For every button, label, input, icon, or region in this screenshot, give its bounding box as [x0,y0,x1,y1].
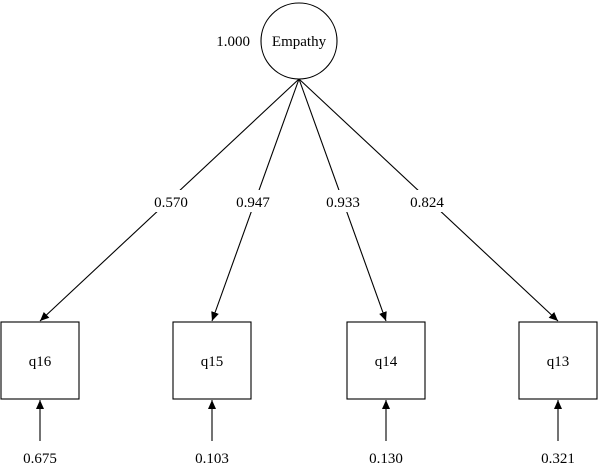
error-paths [36,400,562,441]
loading-label-q13: 0.824 [410,195,444,211]
error-label-q14: 0.130 [369,451,403,467]
indicator-label: q13 [547,354,570,370]
latent-label: Empathy [272,34,327,50]
indicator-node-q14: q14 [346,321,426,400]
indicator-label: q14 [375,354,398,370]
loading-labels: 0.570 0.947 0.933 0.824 [146,190,452,212]
indicator-label: q16 [29,354,52,370]
loading-label-q14: 0.933 [326,195,360,211]
error-label-q16: 0.675 [23,451,57,467]
indicator-node-q13: q13 [518,321,598,400]
loading-label-q15: 0.947 [236,195,270,211]
loading-label-q16: 0.570 [154,195,188,211]
indicator-box [0,321,80,400]
latent-variance-label: 1.000 [216,34,250,50]
indicator-node-q15: q15 [172,321,252,400]
indicator-box [172,321,252,400]
indicator-node-q16: q16 [0,321,80,400]
error-label-q13: 0.321 [541,451,575,467]
indicator-label: q15 [201,354,224,370]
error-label-q15: 0.103 [195,451,229,467]
indicator-box [346,321,426,400]
latent-node-empathy: Empathy [260,2,338,80]
indicator-box [518,321,598,400]
loading-paths [39,78,559,322]
error-labels: 0.675 0.103 0.130 0.321 [23,451,575,467]
